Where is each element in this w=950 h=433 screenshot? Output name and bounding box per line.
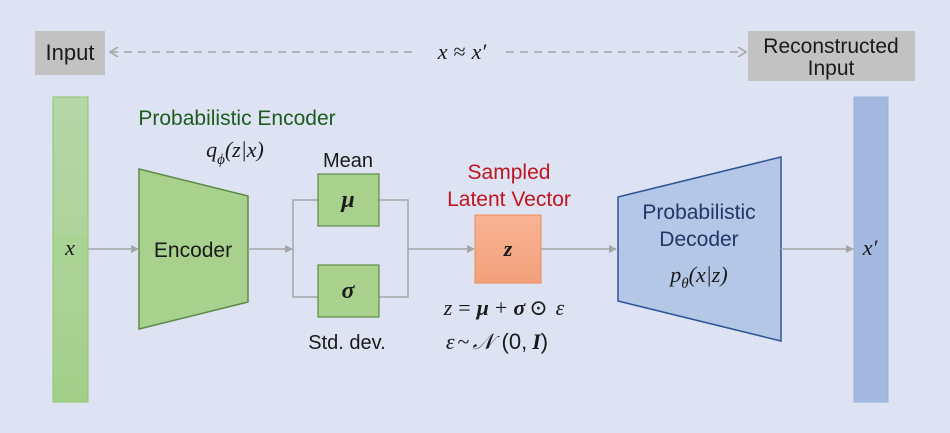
mean-symbol: μ: [339, 187, 354, 213]
latent-symbol: z: [503, 236, 513, 261]
reconstructed-label-line2: Input: [808, 57, 855, 80]
reconstructed-label-line1: Reconstructed: [763, 35, 898, 58]
input-label-box: [35, 31, 105, 75]
latent-title-line2: Latent Vector: [447, 188, 571, 211]
reparam-equation: z=μ+σ⊙ε: [443, 295, 565, 320]
encoder-label: Encoder: [154, 239, 232, 262]
split-connector-left: [292, 199, 318, 298]
std-caption: Std. dev.: [308, 332, 385, 354]
input-vector-highlight: [53, 235, 88, 265]
encoder-formula: qϕ(z|x): [206, 137, 264, 168]
decoder-formula: pθ(x|z): [668, 262, 727, 292]
reconstructed-label-box: [748, 31, 915, 81]
latent-title-line1: Sampled: [468, 161, 551, 184]
std-symbol: σ: [342, 278, 356, 304]
split-connector-right: [379, 199, 409, 298]
std-box: [317, 264, 380, 318]
decoder-title-line2: Decoder: [659, 228, 738, 251]
encoder-block: [138, 168, 249, 330]
input-label: Input: [46, 40, 95, 65]
noise-distribution: ε~𝒩(0,I): [446, 329, 548, 354]
similarity-equation: x≈x′: [437, 39, 488, 64]
output-vector-symbol: x′: [862, 235, 879, 260]
output-vector-bar: [853, 96, 889, 403]
mean-box: [317, 173, 380, 227]
decoder-block: [617, 156, 782, 342]
input-vector-symbol: x: [64, 235, 75, 260]
encoder-title: Probabilistic Encoder: [138, 107, 335, 130]
decoder-title-line1: Probabilistic: [642, 201, 755, 224]
mean-caption: Mean: [323, 150, 373, 172]
latent-vector-box: [474, 214, 542, 284]
